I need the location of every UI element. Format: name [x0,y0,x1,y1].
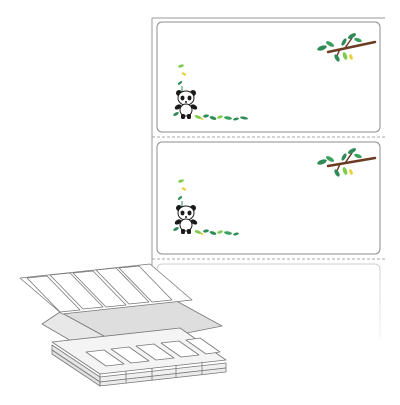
top-sheet [19,263,193,315]
label-1 [156,21,381,133]
panda-icon [173,179,239,236]
panda-icon [173,64,248,121]
branch-icon [317,148,377,177]
fanfold-stack [19,263,227,387]
label-2 [156,141,381,255]
stack-top-labels [85,337,221,367]
label-3 [156,263,381,360]
branch-icon [317,33,377,62]
label-strip [151,17,386,370]
stack-layers [51,327,227,387]
